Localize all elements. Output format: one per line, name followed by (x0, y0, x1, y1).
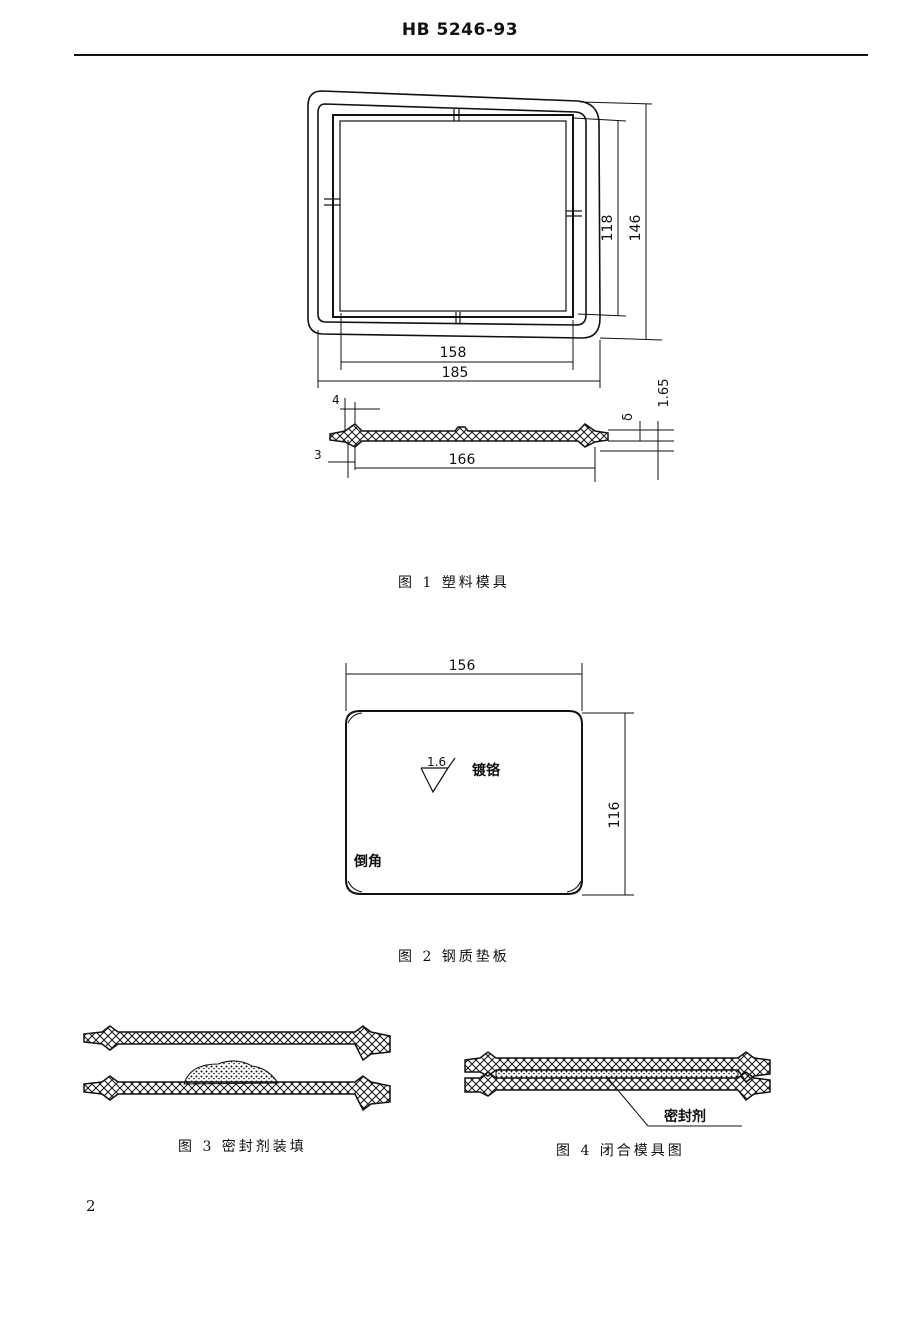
fig1-caption: 图 1 塑料模具 (398, 575, 510, 591)
fig4-caption: 图 4 闭合模具图 (556, 1143, 685, 1159)
fig2-roughness-value: 1.6 (427, 755, 446, 769)
fig1-dimension-lines (317, 101, 663, 388)
fig2-dim-height: 116 (607, 802, 623, 829)
fig1-cross-section (329, 423, 609, 448)
fig1-dim-section-width: 166 (449, 452, 476, 468)
header-rule (74, 54, 868, 56)
fig2-plating-label: 镀铬 (472, 762, 501, 779)
fig4-sealant-label: 密封剂 (663, 1108, 706, 1125)
fig2-caption: 图 2 钢质垫板 (398, 949, 510, 965)
fig1-dim-edge-left: 3 (314, 448, 322, 462)
fig1-dim-inner-height: 118 (600, 215, 616, 242)
fig4-sealant-leader (605, 1075, 742, 1127)
fig3-caption: 图 3 密封剂装填 (178, 1139, 307, 1155)
fig2-dimension-lines (345, 663, 634, 896)
fig3-mould-bottom-with-sealant (83, 1060, 391, 1112)
fig1-plan-view (307, 90, 601, 339)
document-code-header: HB 5246-93 (401, 20, 519, 40)
fig1-dim-edge-top: 4 (332, 393, 340, 407)
page-number: 2 (86, 1197, 96, 1215)
fig3-mould-top (83, 1025, 391, 1062)
fig1-dim-outer-height: 146 (628, 215, 644, 242)
fig2-plate (345, 710, 583, 895)
fig1-dim-outer-width: 185 (442, 365, 469, 381)
fig1-section-dimensions (328, 398, 674, 482)
fig4-closed-mould (464, 1051, 771, 1102)
fig2-dim-width: 156 (449, 658, 476, 674)
fig2-chamfer-label: 倒角 (353, 853, 382, 870)
fig1-dim-inner-width: 158 (440, 345, 467, 361)
roughness-symbol (420, 757, 456, 794)
fig1-dim-thickness: 1.65 (657, 379, 672, 408)
fig1-dim-delta: δ (621, 413, 636, 421)
